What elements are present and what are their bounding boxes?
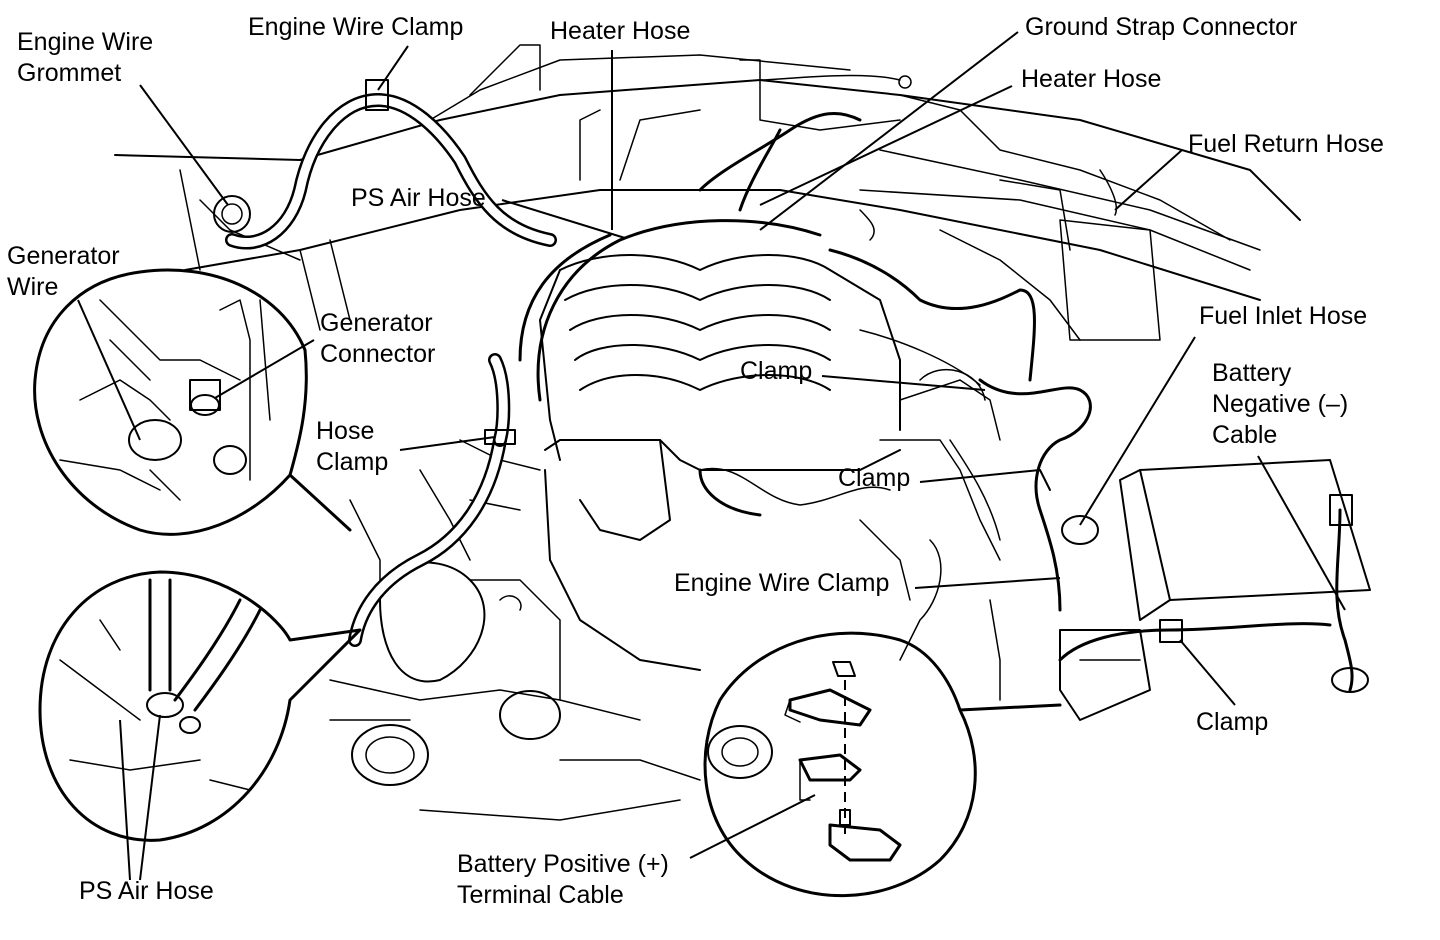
label-clamp-right: Clamp (1196, 708, 1269, 736)
label-generator-connector: Generator Connector (320, 309, 436, 368)
fuel-hoses (828, 248, 1099, 612)
label-heater-hose-right: Heater Hose (1021, 65, 1162, 93)
label-hose-clamp: Hose Clamp (316, 417, 389, 476)
leader-lines (77, 31, 1346, 881)
label-engine-wire-grommet: Engine Wire Grommet (17, 28, 154, 87)
label-fuel-return-hose: Fuel Return Hose (1188, 130, 1384, 158)
label-battery-positive-cable: Battery Positive (+) Terminal Cable (457, 850, 669, 909)
label-heater-hose-top: Heater Hose (550, 17, 691, 45)
engine-wire-harness (225, 79, 557, 250)
label-engine-wire-clamp-top: Engine Wire Clamp (248, 13, 464, 41)
label-battery-negative-cable: Battery Negative (–) Cable (1212, 359, 1349, 449)
heater-hoses (579, 74, 1117, 241)
label-clamp-upper: Clamp (740, 357, 813, 385)
label-ground-strap-connector: Ground Strap Connector (1025, 13, 1298, 41)
battery-terminal-inset (703, 631, 1062, 898)
ps-air-hose-inset (38, 570, 362, 842)
label-engine-wire-clamp-mid: Engine Wire Clamp (674, 569, 890, 597)
battery (1058, 459, 1371, 721)
engine-bay-outline (114, 44, 1301, 821)
label-fuel-inlet-hose: Fuel Inlet Hose (1199, 302, 1368, 330)
generator-connector-inset (33, 268, 352, 536)
label-clamp-middle: Clamp (838, 464, 911, 492)
label-ps-air-hose-top: PS Air Hose (351, 184, 486, 212)
label-ps-air-hose-bottom: PS Air Hose (79, 877, 214, 905)
label-generator-wire: Generator Wire (7, 242, 120, 301)
ps-air-hose-line (348, 219, 822, 647)
